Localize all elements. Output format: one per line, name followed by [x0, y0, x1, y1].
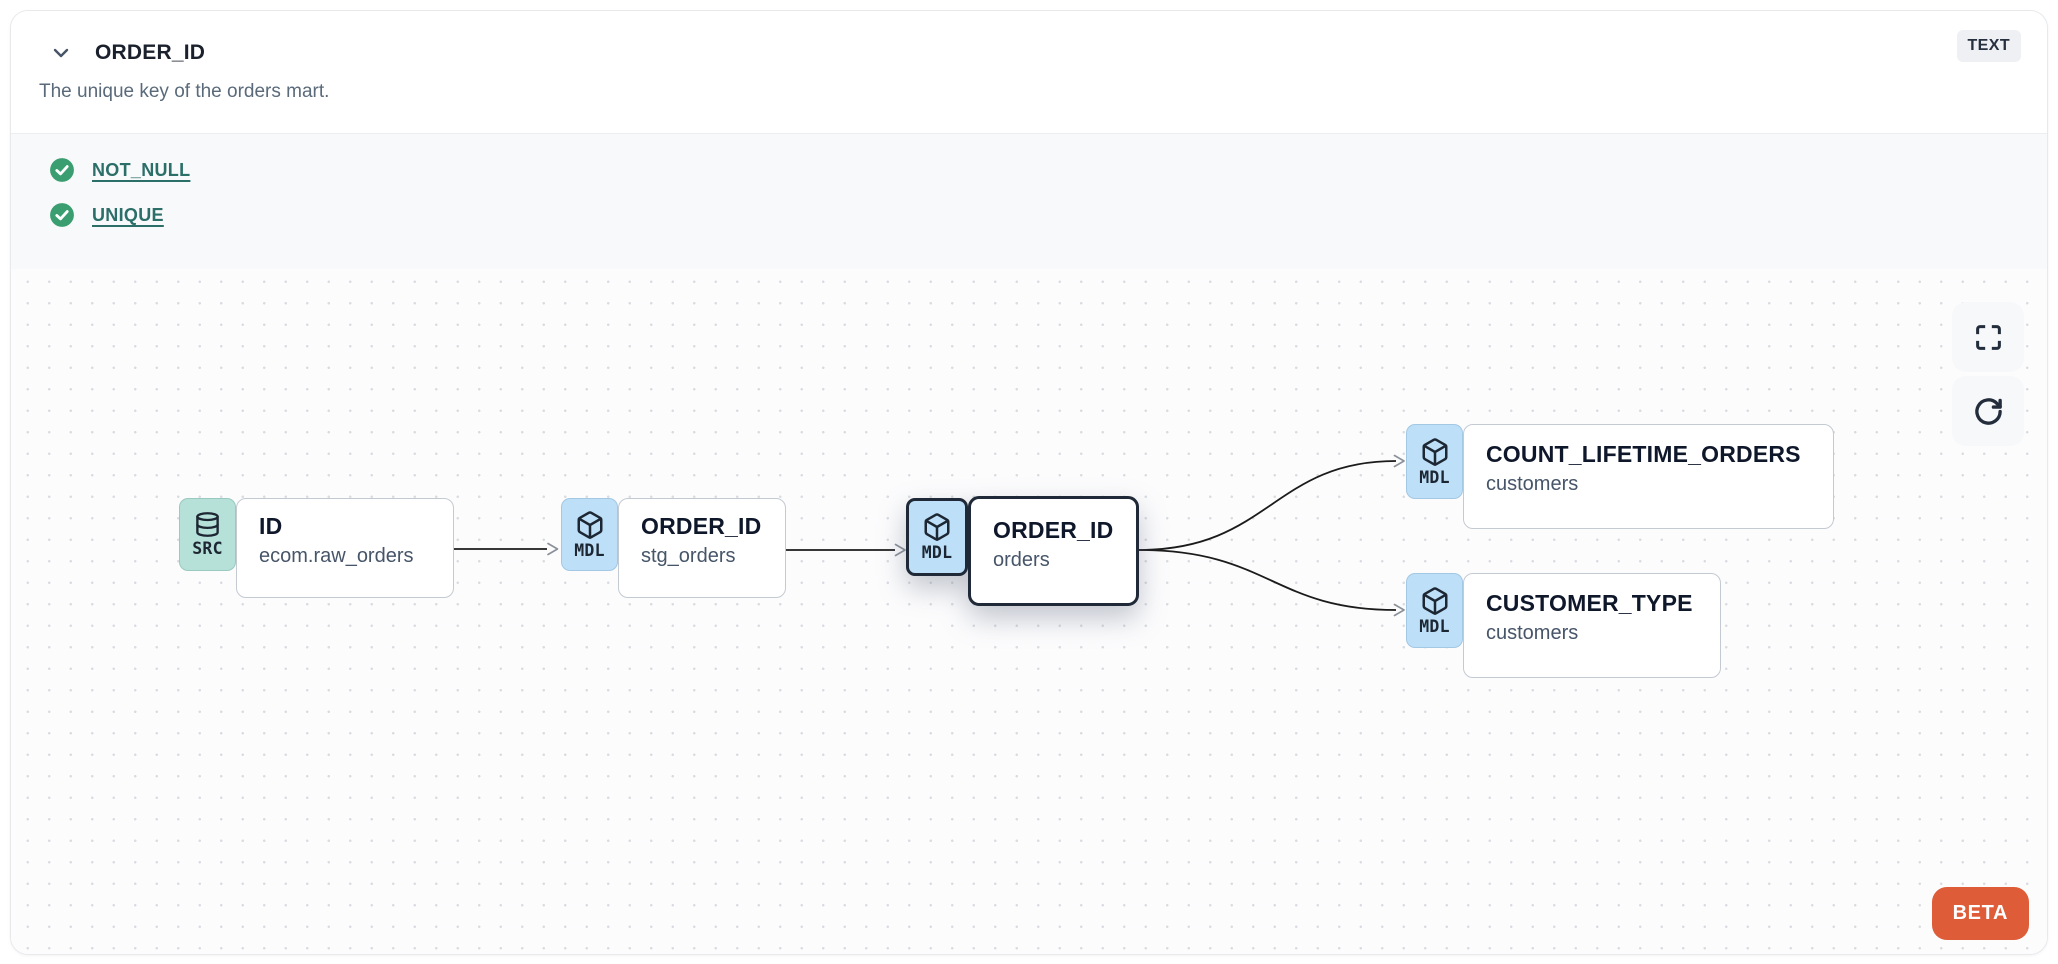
checks-section: NOT_NULL UNIQUE — [11, 133, 2047, 269]
check-circle-icon — [50, 203, 74, 227]
box-icon — [577, 510, 602, 539]
box-icon — [1422, 437, 1447, 466]
column-header: ORDER_ID The unique key of the orders ma… — [11, 11, 2047, 133]
node-title: ORDER_ID — [993, 517, 1114, 543]
lineage-canvas[interactable]: SRC ID ecom.raw_orders MDL ORDER_ID stg_… — [11, 269, 2047, 954]
lineage-edges — [454, 454, 1405, 617]
node-badge-label: MDL — [1419, 467, 1450, 487]
fullscreen-button[interactable] — [1952, 302, 2024, 372]
lineage-node-count-lifetime-orders[interactable]: MDL COUNT_LIFETIME_ORDERS customers — [1406, 424, 1834, 529]
node-badge-label: MDL — [1419, 616, 1450, 636]
chevron-down-icon[interactable] — [49, 41, 73, 65]
mdl-badge: MDL — [1406, 573, 1463, 648]
node-title: ORDER_ID — [641, 513, 762, 539]
check-link-unique[interactable]: UNIQUE — [92, 204, 164, 225]
refresh-button[interactable] — [1952, 376, 2024, 446]
lineage-node-stg-order-id[interactable]: MDL ORDER_ID stg_orders — [561, 498, 786, 599]
node-subtitle: orders — [993, 549, 1050, 571]
database-icon — [196, 512, 219, 537]
lineage-node-src-id[interactable]: SRC ID ecom.raw_orders — [179, 498, 454, 599]
node-badge-label: MDL — [921, 543, 953, 562]
page-title: ORDER_ID — [95, 41, 206, 64]
column-detail-card: ORDER_ID The unique key of the orders ma… — [10, 10, 2048, 955]
node-badge-label: SRC — [192, 539, 223, 558]
mdl-badge: MDL — [906, 498, 968, 576]
node-badge-label: MDL — [574, 540, 605, 560]
column-description: The unique key of the orders mart. — [39, 81, 330, 102]
refresh-icon — [1974, 397, 2002, 425]
node-subtitle: customers — [1486, 622, 1579, 644]
node-subtitle: ecom.raw_orders — [259, 545, 414, 567]
node-card: CUSTOMER_TYPE customers — [1463, 573, 1721, 678]
check-row: UNIQUE — [49, 202, 2047, 228]
canvas-controls — [1952, 302, 2024, 446]
box-icon — [1422, 586, 1447, 615]
box-icon — [924, 513, 950, 541]
node-card: ORDER_ID stg_orders — [618, 498, 786, 598]
node-title: CUSTOMER_TYPE — [1486, 590, 1693, 616]
node-card: ID ecom.raw_orders — [236, 498, 454, 598]
check-circle-icon — [50, 158, 74, 182]
lineage-node-customer-type[interactable]: MDL CUSTOMER_TYPE customers — [1406, 573, 1721, 678]
node-card: ORDER_ID orders — [968, 496, 1139, 606]
column-type-badge: TEXT — [1956, 30, 2021, 62]
node-title: ID — [259, 513, 283, 539]
maximize-icon — [1975, 324, 2001, 350]
node-title: COUNT_LIFETIME_ORDERS — [1486, 441, 1801, 467]
beta-badge: BETA — [1931, 887, 2029, 940]
mdl-badge: MDL — [561, 498, 618, 571]
check-row: NOT_NULL — [49, 157, 2047, 183]
node-subtitle: stg_orders — [641, 545, 736, 567]
node-card: COUNT_LIFETIME_ORDERS customers — [1463, 424, 1834, 529]
check-link-not-null[interactable]: NOT_NULL — [92, 159, 191, 180]
src-badge: SRC — [179, 498, 236, 571]
mdl-badge: MDL — [1406, 424, 1463, 499]
lineage-node-orders-order-id[interactable]: MDL ORDER_ID orders — [906, 496, 1139, 606]
node-subtitle: customers — [1486, 473, 1579, 495]
